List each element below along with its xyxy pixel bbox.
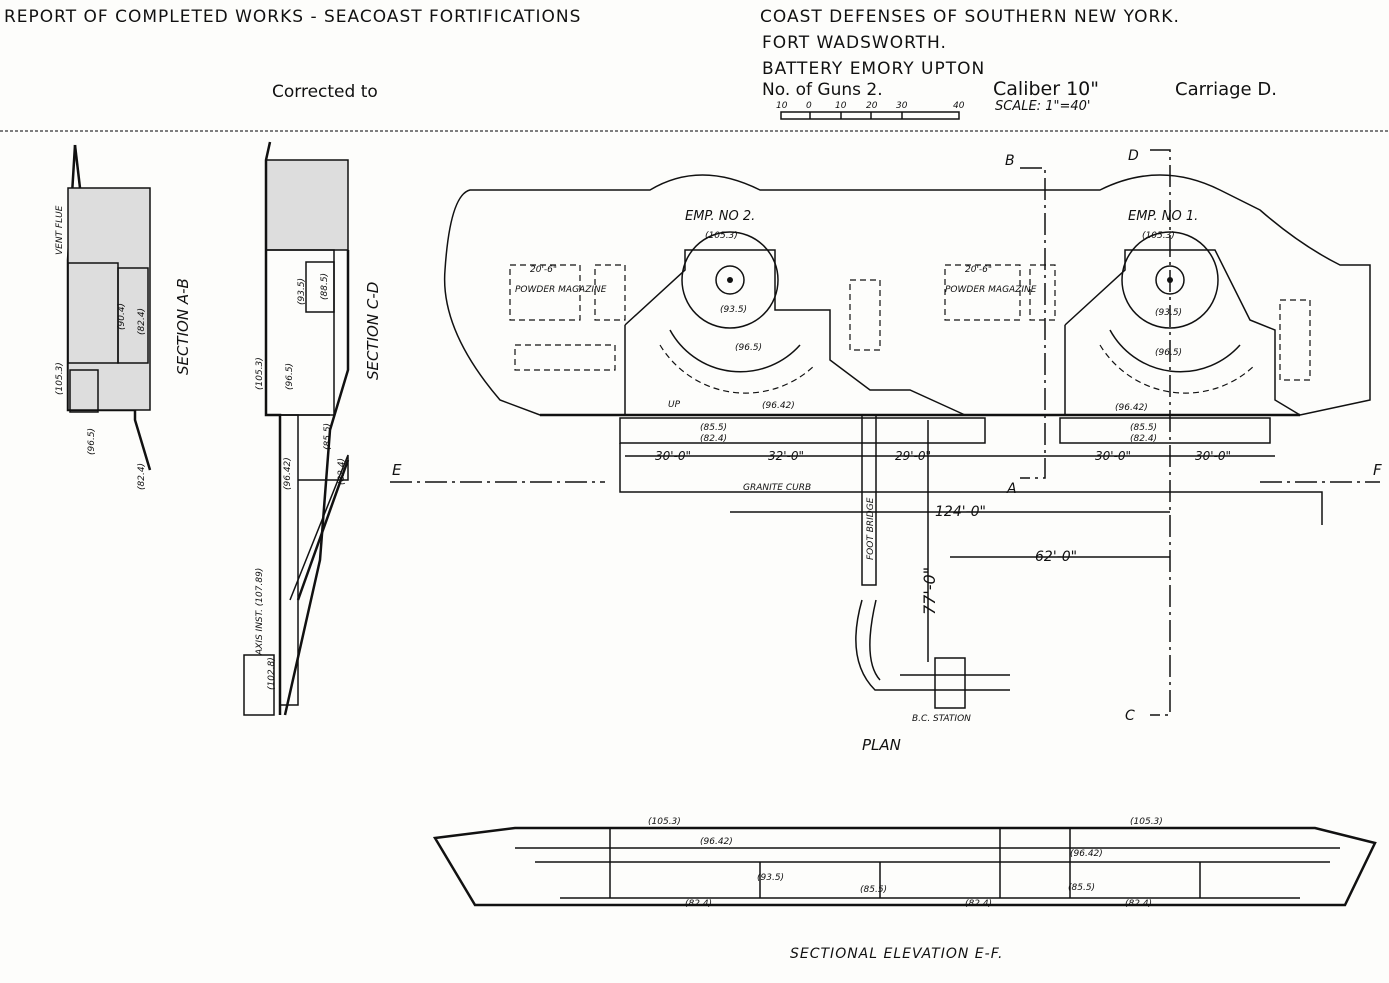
magazine-dimension: 20'-6" — [965, 265, 992, 275]
dimension-label: 30'-0" — [1195, 449, 1231, 463]
elevation-label: (82.4) — [137, 463, 147, 490]
scale-tick: 0 — [806, 101, 812, 111]
axis-instrument-label: AXIS INST. (107.89) — [255, 568, 265, 656]
elevation-label: (90.4) — [117, 303, 127, 330]
elevation-label: (105.3) — [1130, 817, 1163, 827]
dimension-label: 124'-0" — [935, 504, 986, 520]
emplacement-1: EMP. NO 1. (105.3) (93.5) (96.5) (96.42)… — [1099, 209, 1256, 444]
elevation-label: (96.42) — [700, 837, 733, 847]
elevation-label: (105.3) — [55, 362, 65, 395]
elevation-label: (82.4) — [337, 458, 347, 485]
elevation-label: (105.3) — [255, 357, 265, 390]
guns-count: No. of Guns 2. — [762, 80, 883, 100]
elevation-label: (85.5) — [323, 423, 333, 450]
elevation-label: (85.5) — [860, 885, 887, 895]
section-cd-title: SECTION C-D — [364, 282, 382, 380]
elevation-label: (96.5) — [285, 363, 295, 390]
elevation-label: (88.5) — [320, 273, 330, 300]
district-title: COAST DEFENSES OF SOUTHERN NEW YORK. — [760, 7, 1180, 27]
elevation-label: (93.5) — [720, 305, 747, 315]
sectional-elevation: (105.3) (96.42) (93.5) (85.5) (82.4) (10… — [432, 817, 1377, 962]
elevation-label: (96.5) — [1155, 348, 1182, 358]
elevation-label: (82.4) — [700, 434, 727, 444]
section-ab-title: SECTION A-B — [174, 278, 192, 375]
elevation-label: (102.8) — [267, 657, 277, 690]
emp-no-2-label: EMP. NO 2. — [685, 209, 755, 224]
up-label: UP — [668, 400, 681, 410]
elevation-label: (85.5) — [700, 423, 727, 433]
elevation-label: (105.3) — [705, 231, 738, 241]
scale-tick: 20 — [866, 101, 878, 111]
emplacement-2: EMP. NO 2. (105.3) (93.5) (96.5) (96.42)… — [659, 209, 816, 444]
battery-name: BATTERY EMORY UPTON — [762, 59, 985, 79]
elevation-label: (82.4) — [685, 899, 712, 909]
dimension-label: 32'-0" — [768, 449, 804, 463]
dimension-label: 62'-0" — [1035, 549, 1077, 565]
scale-tick: 40 — [953, 101, 965, 111]
powder-magazine-2: 20'-6" POWDER MAGAZINE — [509, 264, 626, 371]
elevation-label: (105.3) — [648, 817, 681, 827]
elevation-label: (93.5) — [1155, 308, 1182, 318]
elevation-label: (82.4) — [137, 308, 147, 335]
corrected-to: Corrected to — [272, 82, 378, 102]
elevation-label: (96.42) — [1070, 849, 1103, 859]
dimension-label: 30'-0" — [655, 449, 691, 463]
magazine-dimension: 20'-6" — [530, 265, 557, 275]
fort-name: FORT WADSWORTH. — [762, 33, 947, 53]
section-marker-f: F — [1373, 461, 1382, 479]
report-title: REPORT OF COMPLETED WORKS - SEACOAST FOR… — [4, 7, 581, 27]
carriage: Carriage D. — [1175, 79, 1277, 100]
plan-view: EMP. NO 2. (105.3) (93.5) (96.5) (96.42)… — [390, 148, 1382, 754]
scale-bar: 10 0 10 20 30 40 — [776, 101, 965, 120]
vent-flue-label: VENT FLUE — [55, 205, 65, 255]
elevation-label: (82.4) — [965, 899, 992, 909]
dimension-lines: 30'-0" 32'-0" 29'-0" 30'-0" 30'-0" 124'-… — [625, 420, 1275, 662]
section-marker-c: C — [1125, 708, 1135, 724]
foot-bridge-label: FOOT BRIDGE — [866, 497, 876, 560]
elevation-label: (93.5) — [757, 873, 784, 883]
bc-station-label: B.C. STATION — [912, 714, 971, 724]
elevation-label: (96.5) — [87, 428, 97, 455]
granite-curb-label: GRANITE CURB — [743, 483, 811, 493]
section-a-b: VENT FLUE (90.4) (82.4) (105.3) (96.5) (… — [55, 144, 192, 490]
section-marker-d: D — [1128, 148, 1139, 164]
elevation-label: (96.42) — [283, 457, 293, 490]
elevation-label: (82.4) — [1130, 434, 1157, 444]
sectional-elevation-title: SECTIONAL ELEVATION E-F. — [790, 946, 1003, 962]
title-block: REPORT OF COMPLETED WORKS - SEACOAST FOR… — [4, 7, 1277, 120]
elevation-label: (96.5) — [735, 343, 762, 353]
section-marker-e: E — [392, 461, 402, 479]
elevation-label: (96.42) — [1115, 403, 1148, 413]
elevation-label: (96.42) — [762, 401, 795, 411]
powder-magazine-label: POWDER MAGAZINE — [945, 285, 1037, 295]
caliber: Caliber 10" — [993, 78, 1099, 100]
emp-no-1-label: EMP. NO 1. — [1128, 209, 1198, 224]
powder-magazine-1: 20'-6" POWDER MAGAZINE — [849, 264, 1311, 381]
section-marker-b: B — [1005, 153, 1015, 169]
elevation-label: (85.5) — [1068, 883, 1095, 893]
dimension-label: 30'-0" — [1095, 449, 1131, 463]
powder-magazine-label: POWDER MAGAZINE — [515, 285, 607, 295]
elevation-label: (93.5) — [297, 278, 307, 305]
scale-tick: 10 — [835, 101, 847, 111]
elevation-label: (85.5) — [1130, 423, 1157, 433]
scale-tick: 30 — [896, 101, 908, 111]
elevation-label: (82.4) — [1125, 899, 1152, 909]
section-c-d: (93.5) (88.5) (105.3) (96.5) (85.5) (96.… — [243, 141, 382, 716]
scale-tick: 10 — [776, 101, 788, 111]
dimension-label: 77'-0" — [920, 567, 939, 615]
dimension-label: 29'-0" — [895, 449, 931, 463]
section-marker-a: A — [1006, 481, 1017, 497]
scale-text: SCALE: 1"=40' — [995, 99, 1090, 114]
plan-title: PLAN — [862, 736, 901, 754]
elevation-label: (105.3) — [1142, 231, 1175, 241]
